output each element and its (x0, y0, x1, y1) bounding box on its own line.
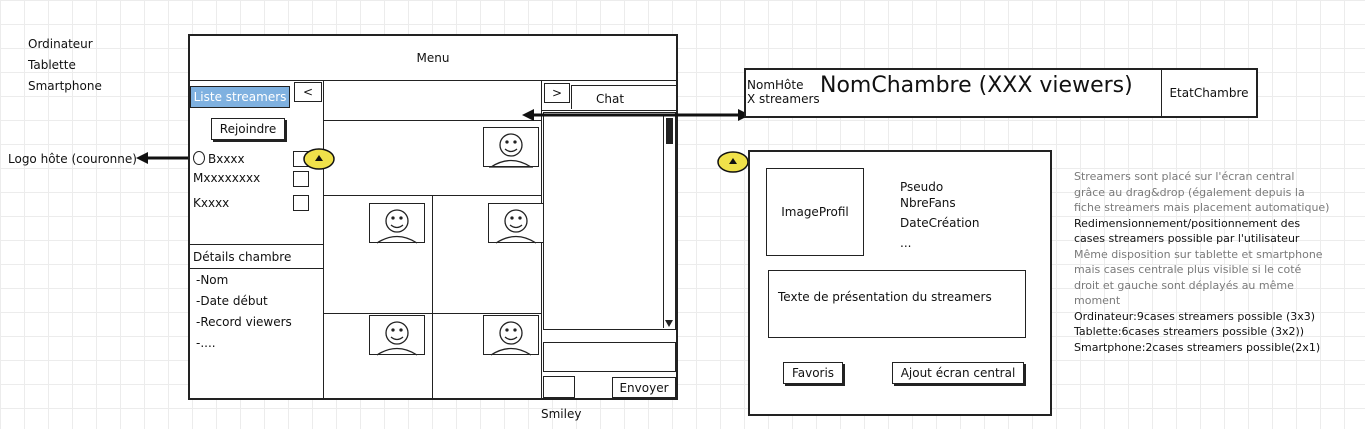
details-item: -Date début (196, 294, 268, 308)
streamer-checkbox[interactable] (293, 195, 309, 211)
device-label-tablet: Tablette (28, 58, 76, 72)
note-line: cases streamers possible par l'utilisate… (1074, 232, 1300, 245)
expand-chat-button[interactable]: > (544, 83, 570, 103)
presentation-box (768, 270, 1026, 338)
smiley-label: Smiley (541, 407, 582, 421)
streamer-checkbox[interactable] (293, 171, 309, 187)
favorites-button[interactable]: Favoris (783, 362, 843, 384)
profile-field: Pseudo (900, 180, 944, 194)
streamer-name[interactable]: Bxxxx (208, 152, 245, 166)
profile-field: ... (900, 236, 912, 250)
room-title: NomChambre (XXX viewers) (820, 73, 1133, 98)
note-line: droit et gauche sont déplayés au même (1074, 278, 1294, 292)
crown-icon (303, 148, 335, 170)
details-title: Détails chambre (193, 250, 292, 264)
chat-messages-area[interactable] (543, 112, 676, 330)
details-item: -Record viewers (196, 315, 292, 329)
profile-image: ImageProfil (766, 168, 864, 256)
scroll-down-icon[interactable] (664, 318, 674, 328)
host-crown-circle (193, 151, 205, 165)
presentation-text: Texte de présentation du streamers (778, 290, 992, 304)
note-line: Streamers sont placé sur l'écran central (1074, 170, 1295, 183)
note-line: Tablette:6cases streamers possible (3x2)… (1074, 325, 1305, 338)
room-host: NomHôte (747, 78, 804, 92)
device-label-smartphone: Smartphone (28, 79, 102, 93)
note-line: grâce au drag&drop (également depuis la (1074, 185, 1305, 199)
link-arrow (522, 109, 750, 121)
crown-icon (717, 151, 749, 173)
details-item: -.... (196, 336, 216, 350)
chat-input[interactable] (543, 342, 676, 372)
room-header (744, 68, 1258, 118)
profile-field: DateCréation (900, 216, 980, 230)
face-drawings (376, 133, 537, 356)
send-button[interactable]: Envoyer (612, 377, 676, 398)
streamer-name[interactable]: Mxxxxxxxx (193, 171, 261, 185)
details-item: -Nom (196, 273, 229, 287)
logo-annotation: Logo hôte (couronne) (8, 152, 137, 166)
device-label-computer: Ordinateur (28, 37, 93, 51)
note-line: Redimensionnement/positionnement des (1074, 216, 1301, 230)
join-button[interactable]: Rejoindre (211, 118, 285, 140)
streamer-list-tab[interactable]: Liste streamers (190, 86, 290, 108)
room-streamer-count: X streamers (747, 92, 820, 106)
chat-title: Chat (596, 92, 625, 106)
note-line: fiche streamers mais placement automatiq… (1074, 201, 1330, 214)
note-line: Ordinateur:9cases streamers possible (3x… (1074, 309, 1316, 323)
smiley-button[interactable] (543, 376, 575, 398)
chat-scrollbar-thumb[interactable] (666, 118, 673, 144)
collapse-list-button[interactable]: < (294, 82, 322, 102)
note-line: mais cases centrale plus visible si le c… (1074, 263, 1302, 276)
streamer-name[interactable]: Kxxxx (193, 196, 230, 210)
add-central-screen-button[interactable]: Ajout écran central (892, 362, 1024, 384)
profile-field: NbreFans (900, 196, 956, 210)
note-line: Même disposition sur tablette et smartph… (1074, 247, 1323, 261)
menu-bar[interactable]: Menu (416, 51, 450, 65)
note-line: moment (1074, 294, 1121, 307)
chat-scrollbar[interactable] (663, 114, 675, 328)
note-line: Smartphone:2cases streamers possible(2x1… (1074, 340, 1321, 354)
room-state: EtatChambre (1169, 86, 1249, 100)
